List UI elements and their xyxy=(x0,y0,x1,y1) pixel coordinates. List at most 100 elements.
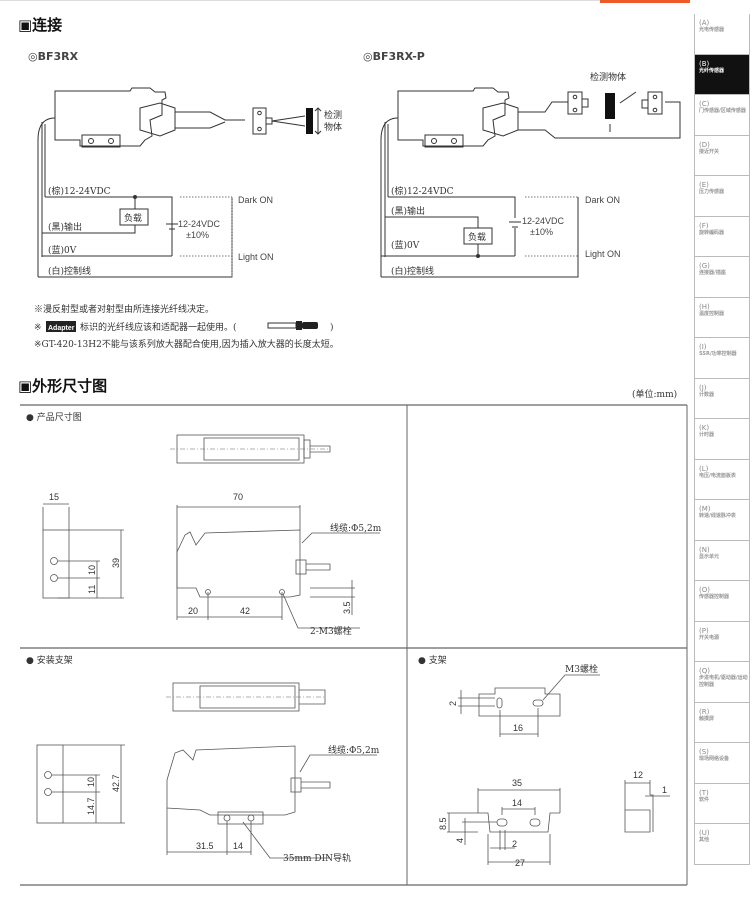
sidebar-item-e[interactable]: (E)压力传感器 xyxy=(695,176,749,217)
sidebar-item-label: 旋转编码器 xyxy=(699,229,725,236)
dim-label: 31.5 xyxy=(196,841,214,851)
sidebar-item-code: (U) xyxy=(699,829,710,837)
dim-label: 39 xyxy=(111,558,121,568)
sidebar-item-l[interactable]: (L)电压/电流面板表 xyxy=(695,460,749,500)
sidebar-item-label: 其他 xyxy=(699,837,710,843)
sidebar-item-d[interactable]: (D)接近开关 xyxy=(695,136,749,176)
mount-dimension-drawing: ● 安装支架 42.7 10 14.7 31.5 14 线缆:Φ5,2m 35m… xyxy=(26,654,380,864)
sidebar-item-code: (Q) xyxy=(699,667,710,675)
sidebar-item-label: 电压/电流面板表 xyxy=(699,472,736,479)
dim-label: 10 xyxy=(86,777,96,787)
sidebar-item-code: (H) xyxy=(699,302,710,311)
wire-label-black: (黑)输出 xyxy=(48,221,82,233)
dim-label: 14 xyxy=(512,798,522,808)
adapter-badge xyxy=(46,321,76,332)
sidebar-item-n[interactable]: (N)显示单元 xyxy=(695,541,749,581)
unit-label: (单位:mm) xyxy=(632,388,677,400)
sidebar-item-r[interactable]: (R)触摸屏 xyxy=(695,703,749,743)
sidebar-item-code: (A) xyxy=(699,19,710,27)
sidebar-item-k[interactable]: (K)计时器 xyxy=(695,419,749,460)
sidebar-item-label: 接近开关 xyxy=(699,148,720,155)
sidebar-item-q[interactable]: (Q)步进电机/驱动器/运动控制器 xyxy=(695,662,749,703)
section-title-dimensions: ▣外形尺寸图 xyxy=(18,377,107,395)
sidebar-item-label: 显示单元 xyxy=(699,553,720,560)
sidebar-item-code: (C) xyxy=(699,100,710,108)
dim-label: 16 xyxy=(513,723,523,733)
dim-label: 42.7 xyxy=(111,774,121,792)
sidebar-item-code: (I) xyxy=(699,343,707,351)
dim-label: 20 xyxy=(188,606,198,616)
load-label: 负载 xyxy=(468,231,486,243)
supply-tolerance: ±10% xyxy=(186,230,209,240)
sidebar-item-label: 计数器 xyxy=(699,391,715,398)
sidebar-item-j[interactable]: (J)计数器 xyxy=(695,379,749,419)
sidebar-item-code: (S) xyxy=(699,748,709,756)
dim-label: 8.5 xyxy=(438,817,448,830)
sidebar-item-code: (K) xyxy=(699,424,710,432)
sidebar-item-label: 压力传感器 xyxy=(699,189,725,195)
sidebar-item-o[interactable]: (O)传感器控制器 xyxy=(695,581,749,622)
top-rule xyxy=(0,0,600,1)
sidebar-item-m[interactable]: (M)转速/线速脉冲表 xyxy=(695,500,749,541)
wire-label-blue: (蓝)0V xyxy=(48,244,77,256)
sidebar-item-code: (F) xyxy=(699,221,709,230)
sidebar-item-code: (R) xyxy=(699,707,710,716)
wire-label-brown: (棕)12-24VDC xyxy=(391,185,454,197)
dim-label: 2 xyxy=(448,701,458,706)
sidebar-item-code: (G) xyxy=(699,262,710,270)
target-label: 检测物体 xyxy=(590,71,626,83)
target-label: 检测 xyxy=(324,109,342,121)
cell-title: ● 产品尺寸图 xyxy=(26,411,82,423)
din-rail-label: 35mm DIN导轨 xyxy=(283,852,351,864)
note-2: 标识的光纤线应该和适配器一起使用。( xyxy=(80,321,237,333)
amplifier-drawing: 检测 物体 xyxy=(37,87,342,277)
sidebar-item-code: (L) xyxy=(699,464,709,473)
dark-on-label: Dark ON xyxy=(585,195,620,205)
sidebar-item-label: 门传感器/区域传感器 xyxy=(699,108,746,114)
sidebar-item-label: 计时器 xyxy=(699,432,715,438)
sidebar-item-label: 现场网络设备 xyxy=(699,756,730,762)
sidebar-item-i[interactable]: (I)SSR/功率控制器 xyxy=(695,338,749,379)
wire-label-white: (白)控制线 xyxy=(48,265,91,277)
supply-voltage: 12-24VDC xyxy=(178,219,221,229)
dim-label: 11 xyxy=(87,585,97,594)
dim-label: 3.5 xyxy=(342,601,352,614)
wiring-diagram-bf3rx-p: ◎BF3RX-P 检测物体 负载 (棕)12-24VDC (黑)输出 (蓝)0V… xyxy=(363,50,681,278)
target-label: 物体 xyxy=(324,121,342,133)
sidebar-item-c[interactable]: (C)门传感器/区域传感器 xyxy=(695,95,749,136)
sidebar-item-label: 连接器/插座 xyxy=(699,270,726,276)
sidebar-item-label: 温度控制器 xyxy=(699,310,725,317)
bolt-label: M3螺栓 xyxy=(565,663,598,675)
notes: ※漫反射型或者对射型由所连接光纤线决定。 ※ Adapter 标识的光纤线应该和… xyxy=(34,303,339,350)
bolt-label: 2-M3螺栓 xyxy=(310,625,352,637)
dim-label: 4 xyxy=(455,838,465,843)
sidebar-item-t[interactable]: (T)软件 xyxy=(695,784,749,824)
model-title: ◎BF3RX-P xyxy=(363,50,425,63)
dim-label: 15 xyxy=(49,492,59,502)
sidebar-item-code: (J) xyxy=(699,383,707,392)
sidebar-item-p[interactable]: (P)开关电源 xyxy=(695,622,749,662)
wire-label-brown: (棕)12-24VDC xyxy=(48,185,111,197)
sidebar-item-a[interactable]: (A)光电传感器 xyxy=(695,14,749,55)
cell-title: ● 安装支架 xyxy=(26,654,73,666)
wire-label-white: (白)控制线 xyxy=(391,265,434,277)
supply-tolerance: ±10% xyxy=(530,227,553,237)
dim-label: 14.7 xyxy=(86,797,96,815)
note-1: ※漫反射型或者对射型由所连接光纤线决定。 xyxy=(34,303,214,315)
sidebar-item-f[interactable]: (F)旋转编码器 xyxy=(695,217,749,257)
accent-bar xyxy=(600,0,690,3)
sidebar-item-b[interactable]: (B)光纤传感器 xyxy=(695,54,749,95)
light-on-label: Light ON xyxy=(585,249,621,259)
sidebar-item-code: (T) xyxy=(699,788,709,797)
section-title-connection: ▣连接 xyxy=(18,16,62,34)
model-title: ◎BF3RX xyxy=(28,50,79,63)
note-2-suffix: ) xyxy=(330,322,334,333)
sidebar-item-u[interactable]: (U)其他 xyxy=(695,824,749,865)
sidebar-item-s[interactable]: (S)现场网络设备 xyxy=(695,743,749,784)
dim-label: 12 xyxy=(633,770,643,780)
note-3: ※GT-420-13H2不能与该系列放大器配合使用,因为插入放大器的长度太短。 xyxy=(34,338,339,350)
sidebar-item-g[interactable]: (G)连接器/插座 xyxy=(695,257,749,298)
sidebar-item-label: SSR/功率控制器 xyxy=(699,351,737,357)
sidebar-item-label: 转速/线速脉冲表 xyxy=(699,513,736,519)
sidebar-item-h[interactable]: (H)温度控制器 xyxy=(695,298,749,338)
